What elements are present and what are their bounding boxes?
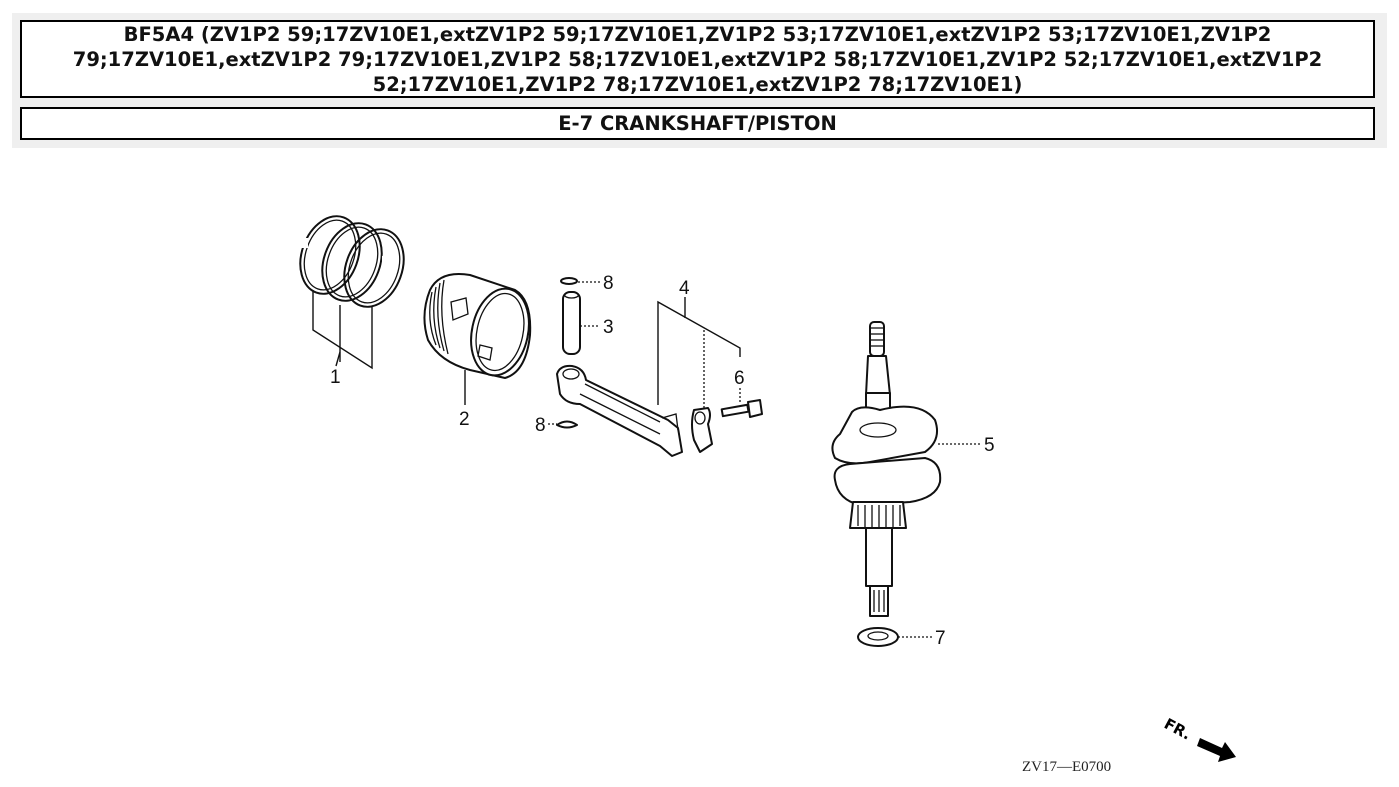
leader-line-4 (657, 297, 741, 408)
piston-pin-illustration[interactable] (562, 291, 581, 355)
front-direction-indicator: FR. (1161, 715, 1236, 762)
callout-1[interactable]: 1 (330, 367, 341, 388)
callout-5[interactable]: 5 (984, 435, 995, 456)
callout-4[interactable]: 4 (679, 278, 690, 299)
callout-6[interactable]: 6 (734, 368, 745, 389)
parts-diagram: 1 2 8 3 (0, 150, 1399, 787)
connecting-rod-cap-illustration[interactable] (691, 407, 713, 453)
piston-illustration[interactable] (423, 273, 536, 381)
leader-line-1 (312, 290, 373, 370)
model-title: BF5A4 (ZV1P2 59;17ZV10E1,extZV1P2 59;17Z… (20, 20, 1375, 98)
callout-3[interactable]: 3 (603, 317, 614, 338)
piston-pin-clip-upper-illustration[interactable] (560, 277, 578, 285)
arrow-right-down-icon (1197, 738, 1236, 762)
connecting-rod-illustration[interactable] (556, 364, 683, 457)
piston-rings-illustration[interactable] (290, 208, 414, 315)
washer-illustration[interactable] (857, 627, 899, 647)
callout-7[interactable]: 7 (935, 628, 946, 649)
direction-label: FR. (1161, 715, 1194, 744)
crankshaft-illustration[interactable] (831, 321, 942, 617)
header-panel: BF5A4 (ZV1P2 59;17ZV10E1,extZV1P2 59;17Z… (12, 13, 1387, 148)
callout-8-lower[interactable]: 8 (535, 415, 546, 436)
connecting-rod-bolt-illustration[interactable] (720, 399, 763, 418)
callout-8-upper[interactable]: 8 (603, 273, 614, 294)
section-title: E-7 CRANKSHAFT/PISTON (20, 107, 1375, 140)
drawing-code: ZV17—E0700 (1022, 759, 1111, 775)
callout-2[interactable]: 2 (459, 409, 470, 430)
piston-pin-clip-lower-illustration[interactable] (556, 420, 578, 429)
